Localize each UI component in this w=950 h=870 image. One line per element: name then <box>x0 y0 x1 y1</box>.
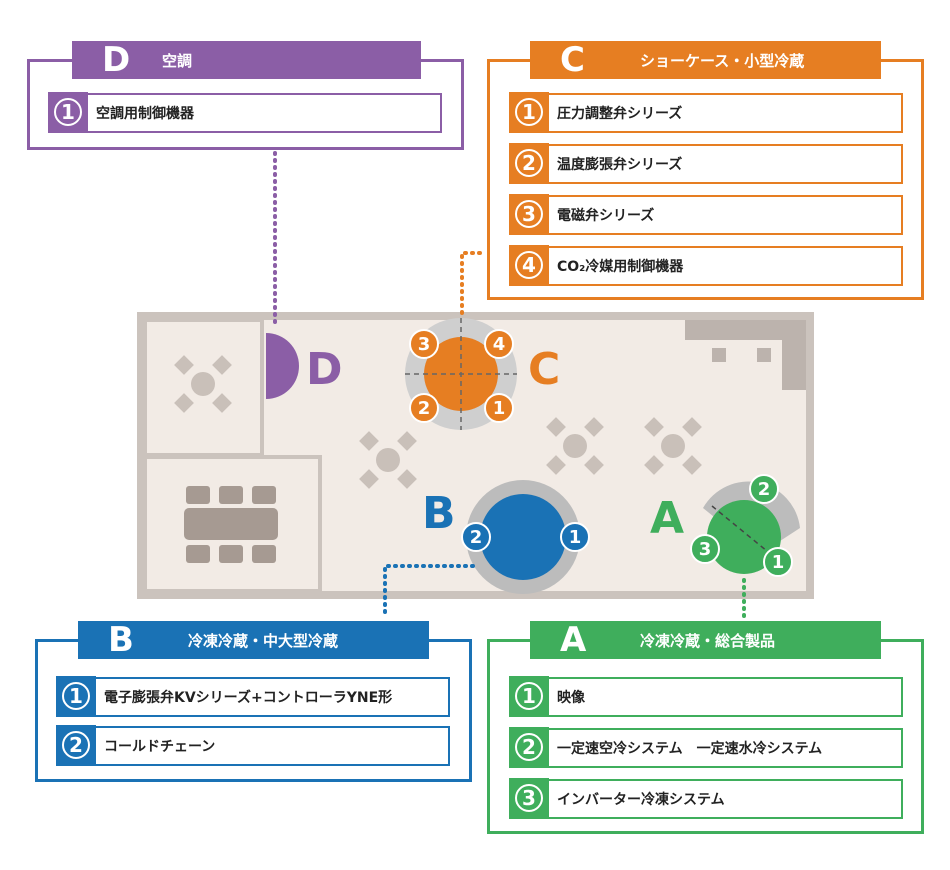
chair <box>584 417 604 437</box>
item-number: 2 <box>62 731 90 759</box>
round-table <box>546 417 604 475</box>
panel-c-title: ショーケース・小型冷蔵 <box>640 51 805 70</box>
map-marker-b-1[interactable]: 1 <box>560 522 590 552</box>
panel-d-header: D 空調 <box>72 40 421 80</box>
zone-d-booth <box>266 333 299 399</box>
item-label: インバーター冷凍システム <box>557 792 725 808</box>
map-marker-c-2[interactable]: 2 <box>409 393 439 423</box>
zone-b-booth <box>480 494 566 580</box>
panel-c-letter: C <box>560 40 585 80</box>
chair <box>546 417 566 437</box>
map-zone-d-letter: D <box>306 344 343 395</box>
corner-block <box>685 320 806 390</box>
conference-table <box>184 486 278 563</box>
panel-c-header: C ショーケース・小型冷蔵 <box>530 40 881 80</box>
item-number: 1 <box>54 98 82 126</box>
map-marker-a-3[interactable]: 3 <box>690 534 720 564</box>
map-marker-c-1[interactable]: 1 <box>484 393 514 423</box>
item-number: 2 <box>515 733 543 761</box>
chair <box>359 431 379 451</box>
item-number: 1 <box>515 98 543 126</box>
item-label: 映像 <box>557 690 585 706</box>
chair <box>174 355 194 375</box>
connector-b <box>383 564 475 614</box>
panel-a-title: 冷凍冷蔵・総合製品 <box>640 631 776 650</box>
item-number: 3 <box>515 784 543 812</box>
item-label: 電子膨張弁KVシリーズ+コントローラYNE形 <box>104 690 393 706</box>
item-number: 1 <box>515 682 543 710</box>
panel-a-item[interactable]: 3 インバーター冷凍システム <box>509 778 903 819</box>
panel-d-item[interactable]: 1 空調用制御機器 <box>48 92 442 133</box>
zone-a-booth <box>707 500 781 574</box>
chair <box>644 417 664 437</box>
panel-b-item[interactable]: 2 コールドチェーン <box>56 725 450 766</box>
map-zone-a-letter: A <box>650 493 685 544</box>
item-label: コールドチェーン <box>104 739 216 755</box>
chair <box>584 455 604 475</box>
panel-c-item[interactable]: 4 CO₂冷媒用制御機器 <box>509 245 903 286</box>
connector-c <box>460 251 482 320</box>
chair <box>212 393 232 413</box>
panel-d-title: 空調 <box>162 51 193 70</box>
panel-a-item[interactable]: 2 一定速空冷システム 一定速水冷システム <box>509 727 903 768</box>
item-label: 電磁弁シリーズ <box>557 208 655 224</box>
item-label: 空調用制御機器 <box>96 106 194 122</box>
item-number: 4 <box>515 251 543 279</box>
chair <box>174 393 194 413</box>
item-number: 2 <box>515 149 543 177</box>
panel-b-letter: B <box>108 620 134 660</box>
panel-a-header: A 冷凍冷蔵・総合製品 <box>530 620 881 660</box>
map-marker-a-2[interactable]: 2 <box>749 474 779 504</box>
chair <box>397 431 417 451</box>
map-marker-c-4[interactable]: 4 <box>484 329 514 359</box>
pillar <box>757 348 771 362</box>
panel-b-title: 冷凍冷蔵・中大型冷蔵 <box>188 631 339 650</box>
round-table <box>174 355 232 413</box>
chair <box>682 417 702 437</box>
chair <box>546 455 566 475</box>
map-zone-b-letter: B <box>422 488 456 539</box>
item-number: 3 <box>515 200 543 228</box>
panel-b-header: B 冷凍冷蔵・中大型冷蔵 <box>78 620 429 660</box>
panel-b-item[interactable]: 1 電子膨張弁KVシリーズ+コントローラYNE形 <box>56 676 450 717</box>
item-label: CO₂冷媒用制御機器 <box>557 259 684 275</box>
chair <box>397 469 417 489</box>
item-label: 一定速空冷システム 一定速水冷システム <box>557 741 823 757</box>
panel-c-item[interactable]: 1 圧力調整弁シリーズ <box>509 92 903 133</box>
item-label: 圧力調整弁シリーズ <box>557 106 683 122</box>
pillar <box>712 348 726 362</box>
round-table <box>644 417 702 475</box>
map-zone-c-letter: C <box>528 344 561 395</box>
panel-c-item[interactable]: 3 電磁弁シリーズ <box>509 194 903 235</box>
chair <box>212 355 232 375</box>
panel-c-item[interactable]: 2 温度膨張弁シリーズ <box>509 143 903 184</box>
item-number: 1 <box>62 682 90 710</box>
map-marker-a-1[interactable]: 1 <box>763 547 793 577</box>
panel-d-letter: D <box>102 40 131 80</box>
panel-a-item[interactable]: 1 映像 <box>509 676 903 717</box>
chair <box>644 455 664 475</box>
chair <box>359 469 379 489</box>
round-table <box>359 431 417 489</box>
map-marker-b-2[interactable]: 2 <box>461 522 491 552</box>
panel-a-letter: A <box>560 620 587 660</box>
map-marker-c-3[interactable]: 3 <box>409 329 439 359</box>
chair <box>682 455 702 475</box>
item-label: 温度膨張弁シリーズ <box>557 157 683 173</box>
